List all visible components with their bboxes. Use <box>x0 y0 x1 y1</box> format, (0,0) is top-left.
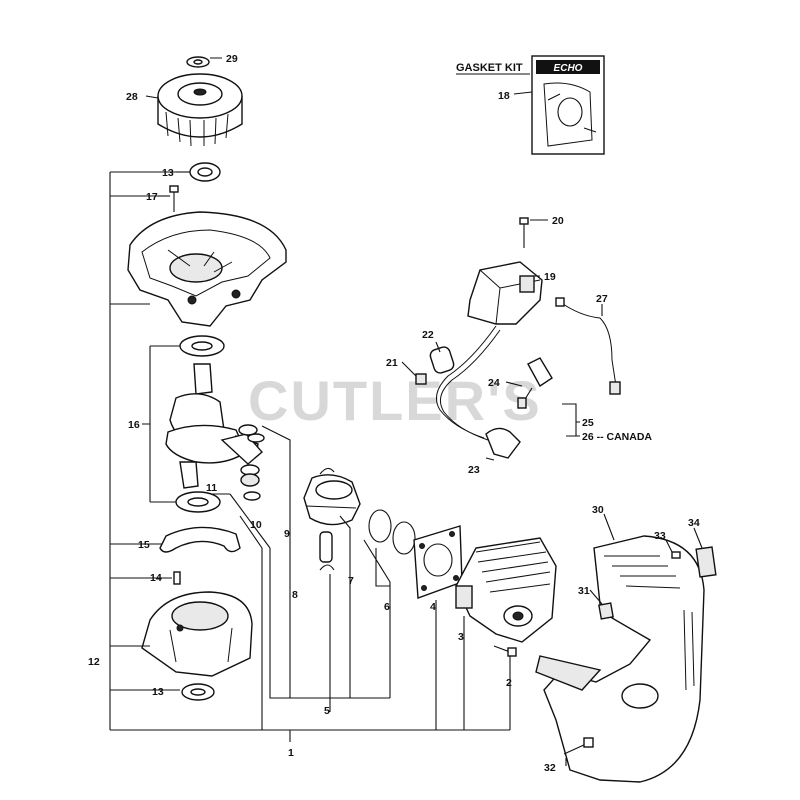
callout-12: 12 <box>88 656 100 668</box>
callout-labels: 1 2 3 4 5 6 7 8 9 10 11 12 13 13 14 15 1… <box>88 53 700 774</box>
callout-23: 23 <box>468 464 480 476</box>
piston[interactable] <box>303 474 361 526</box>
callout-24: 24 <box>488 377 500 389</box>
part-16-bearing-bottom[interactable] <box>175 491 221 513</box>
part-20-bolt[interactable] <box>519 217 529 248</box>
callout-4: 4 <box>430 601 436 613</box>
callout-10: 10 <box>250 519 262 531</box>
part-16-bearing-top[interactable] <box>179 335 225 357</box>
part-24-spark-plug[interactable] <box>517 357 553 409</box>
callout-21: 21 <box>386 357 398 369</box>
part-6-piston-rings[interactable] <box>368 509 416 555</box>
callout-7: 7 <box>348 575 354 587</box>
callout-33: 33 <box>654 530 666 542</box>
part-18-gasket-kit[interactable]: ECHO <box>531 55 605 155</box>
callout-29: 29 <box>226 53 238 65</box>
callout-2: 2 <box>506 677 512 689</box>
part-23-plug-cap[interactable] <box>485 427 521 459</box>
callout-34: 34 <box>688 517 700 529</box>
crankcase-lower[interactable] <box>141 591 253 677</box>
echo-logo-text: ECHO <box>554 63 583 74</box>
callout-25: 25 <box>582 417 594 429</box>
gasket-kit-title: GASKET KIT <box>456 62 523 74</box>
part-21-clip[interactable] <box>415 373 427 385</box>
part-9-circlip[interactable] <box>319 467 335 475</box>
crankcase-upper[interactable] <box>127 211 287 327</box>
callout-28: 28 <box>126 91 138 103</box>
callout-31: 31 <box>578 585 590 597</box>
part-33-screw[interactable] <box>671 551 681 559</box>
part-19-ignition-coil[interactable] <box>467 261 543 325</box>
callout-11: 11 <box>206 482 217 494</box>
part-30-cylinder-cover[interactable] <box>535 535 705 783</box>
leader-lines <box>109 57 703 766</box>
callout-8: 8 <box>292 589 298 601</box>
part-13-oil-seal-bottom[interactable] <box>181 683 215 701</box>
callout-5: 5 <box>324 705 330 717</box>
callout-1: 1 <box>288 747 294 759</box>
callout-15: 15 <box>138 539 150 551</box>
part-8-piston-pin[interactable] <box>319 531 333 563</box>
callout-19: 19 <box>544 271 556 283</box>
callout-14: 14 <box>150 572 162 584</box>
callout-9: 9 <box>284 528 290 540</box>
part-9-10-washers[interactable] <box>238 424 265 501</box>
part-27-ground-wire[interactable] <box>555 297 621 395</box>
callout-16: 16 <box>128 419 140 431</box>
callout-22: 22 <box>422 329 434 341</box>
part-29-washer[interactable] <box>186 56 210 68</box>
callout-27: 27 <box>596 293 608 305</box>
callout-3: 3 <box>458 631 464 643</box>
callout-13-bottom: 13 <box>152 686 164 698</box>
callout-20: 20 <box>552 215 564 227</box>
part-3-cylinder[interactable] <box>455 537 557 643</box>
part-14-pin[interactable] <box>173 571 181 585</box>
part-34-label[interactable] <box>695 546 717 578</box>
callout-30: 30 <box>592 504 604 516</box>
callout-32: 32 <box>544 762 556 774</box>
part-13-oil-seal-top[interactable] <box>189 162 221 182</box>
part-4-cylinder-gasket[interactable] <box>413 525 463 599</box>
part-28-flywheel[interactable] <box>157 73 243 147</box>
watermark-text: CUTLER'S <box>248 369 542 432</box>
high-tension-lead[interactable] <box>435 325 501 441</box>
part-31-label[interactable] <box>598 602 614 620</box>
callout-17: 17 <box>146 191 158 203</box>
callout-18: 18 <box>498 90 510 102</box>
callout-6: 6 <box>384 601 390 613</box>
part-7-circlip[interactable] <box>319 564 335 571</box>
part-15-gasket[interactable] <box>159 526 241 553</box>
callout-26-canada: 26 -- CANADA <box>582 431 652 443</box>
part-2-bolt[interactable] <box>493 645 517 657</box>
callout-13-top: 13 <box>162 167 174 179</box>
part-32-bolt[interactable] <box>563 737 594 755</box>
part-17-bolt[interactable] <box>169 185 179 212</box>
